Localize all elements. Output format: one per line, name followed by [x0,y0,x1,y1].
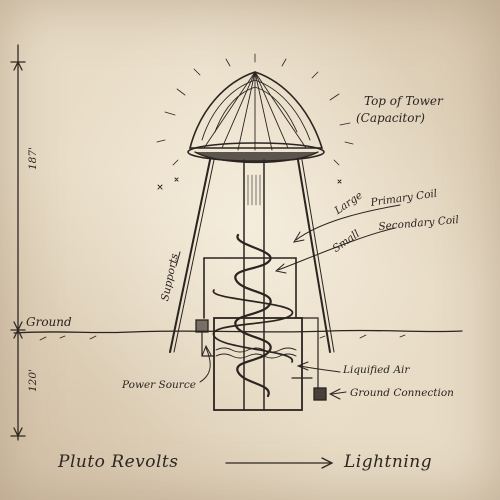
label-liquified-air: Liquified Air [343,364,410,376]
enclosure [203,257,319,411]
label-top-of-tower: Top of Tower [364,94,443,108]
footer-arrow [225,457,334,469]
primary-coil [212,289,293,363]
power-source-block [195,319,215,357]
label-capacitor: (Capacitor) [356,111,425,125]
ground-connection-block [313,387,327,401]
album-title: Lightning [344,452,433,472]
secondary-coil [234,233,272,398]
label-ground-connection: Ground Connection [350,387,454,399]
label-power-source: Power Source [122,379,196,391]
artist-name: Pluto Revolts [58,452,179,472]
dimension-line [10,44,26,441]
central-column [243,159,265,411]
dimension-top-label: 187' [27,147,39,170]
capacitor-dome [156,53,354,190]
ground-line [13,329,463,334]
label-ground: Ground [26,315,72,329]
dimension-bottom-label: 120' [27,369,39,392]
leader-lines [175,204,401,400]
